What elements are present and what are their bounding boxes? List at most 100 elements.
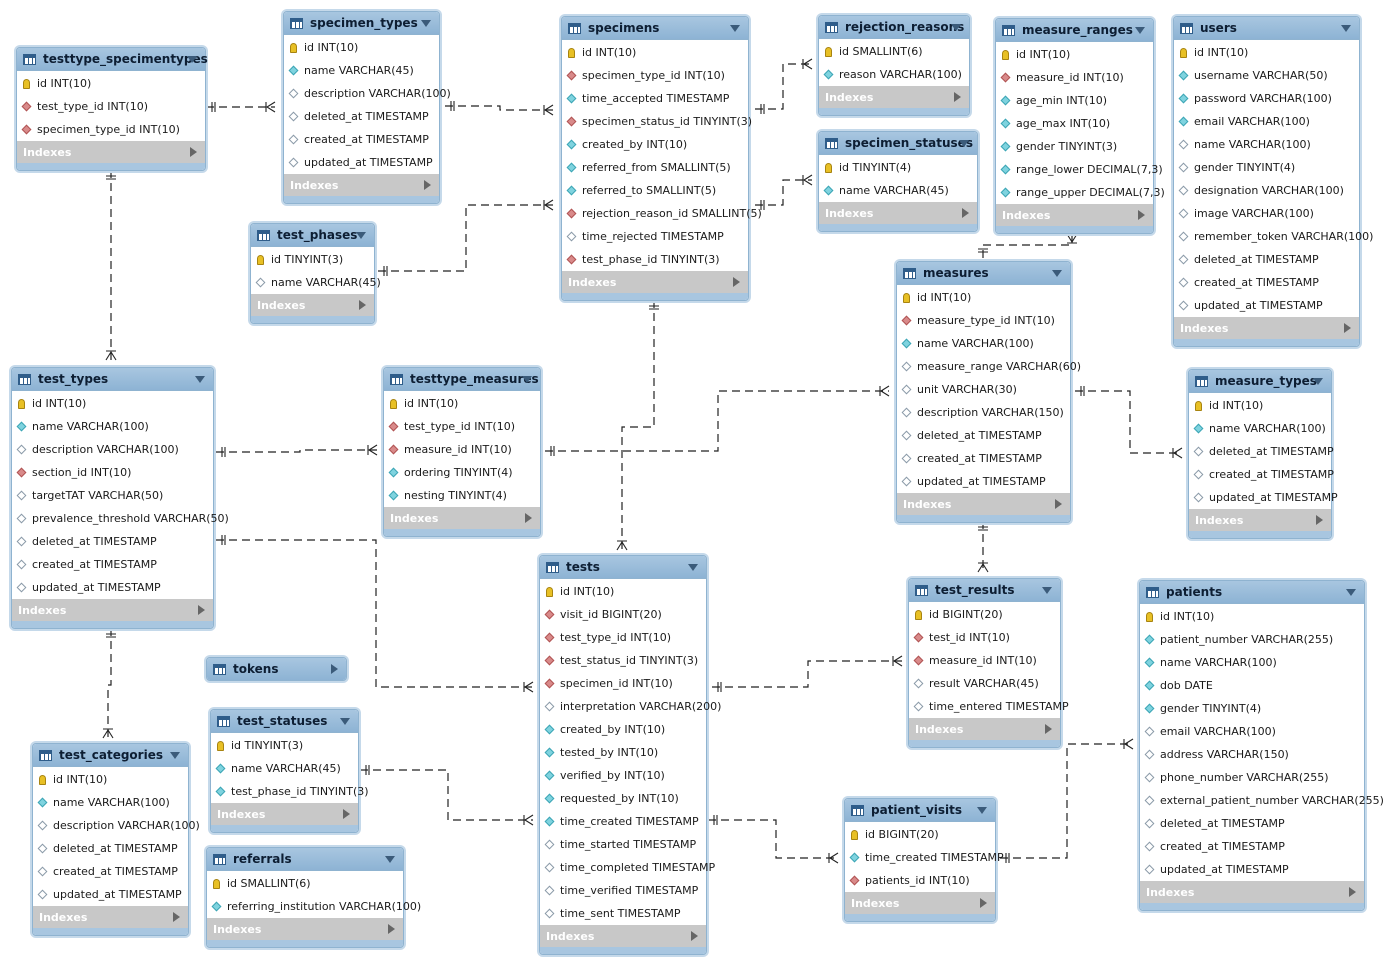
indexes-section[interactable]: Indexes — [897, 493, 1070, 515]
column-row[interactable]: patient_number VARCHAR(255) — [1140, 628, 1364, 651]
indexes-section[interactable]: Indexes — [251, 294, 374, 316]
column-row[interactable]: updated_at TIMESTAMP — [12, 576, 213, 599]
column-row[interactable]: age_min INT(10) — [996, 89, 1153, 112]
indexes-section[interactable]: Indexes — [33, 906, 188, 928]
column-row[interactable]: updated_at TIMESTAMP — [284, 151, 439, 174]
relationship-line[interactable] — [1075, 390, 1182, 454]
indexes-section[interactable]: Indexes — [17, 141, 205, 163]
collapse-arrow-icon[interactable] — [187, 56, 197, 63]
column-row[interactable]: id INT(10) — [996, 43, 1153, 66]
column-row[interactable]: range_upper DECIMAL(7,3) — [996, 181, 1165, 204]
collapse-arrow-icon[interactable] — [195, 376, 205, 383]
column-row[interactable]: id TINYINT(4) — [819, 156, 977, 179]
column-row[interactable]: deleted_at TIMESTAMP — [12, 530, 213, 553]
column-row[interactable]: phone_number VARCHAR(255) — [1140, 766, 1364, 789]
column-row[interactable]: email VARCHAR(100) — [1140, 720, 1364, 743]
column-row[interactable]: updated_at TIMESTAMP — [1174, 294, 1359, 317]
column-row[interactable]: description VARCHAR(100) — [284, 82, 451, 105]
column-row[interactable]: ordering TINYINT(4) — [384, 461, 540, 484]
column-row[interactable]: password VARCHAR(100) — [1174, 87, 1359, 110]
column-row[interactable]: interpretation VARCHAR(200) — [540, 695, 721, 718]
column-row[interactable]: time_entered TIMESTAMP — [909, 695, 1069, 718]
column-row[interactable]: id INT(10) — [1189, 394, 1331, 417]
column-row[interactable]: created_at TIMESTAMP — [12, 553, 213, 576]
column-row[interactable]: name VARCHAR(100) — [1174, 133, 1359, 156]
column-row[interactable]: id INT(10) — [33, 768, 188, 791]
column-row[interactable]: result VARCHAR(45) — [909, 672, 1060, 695]
column-row[interactable]: description VARCHAR(100) — [12, 438, 213, 461]
expand-arrow-icon[interactable] — [424, 180, 431, 190]
table-header[interactable]: measure_ranges — [996, 19, 1153, 42]
column-row[interactable]: id INT(10) — [562, 41, 748, 64]
column-row[interactable]: id INT(10) — [540, 580, 706, 603]
column-row[interactable]: requested_by INT(10) — [540, 787, 706, 810]
column-row[interactable]: deleted_at TIMESTAMP — [33, 837, 188, 860]
table-header[interactable]: measure_types — [1189, 370, 1331, 393]
collapse-arrow-icon[interactable] — [1135, 27, 1145, 34]
column-row[interactable]: id TINYINT(3) — [251, 248, 374, 271]
column-row[interactable]: prevalence_threshold VARCHAR(50) — [12, 507, 229, 530]
column-row[interactable]: remember_token VARCHAR(100) — [1174, 225, 1373, 248]
column-row[interactable]: range_lower DECIMAL(7,3) — [996, 158, 1163, 181]
column-row[interactable]: time_sent TIMESTAMP — [540, 902, 706, 925]
table-header[interactable]: tokens — [207, 658, 346, 680]
column-row[interactable]: time_accepted TIMESTAMP — [562, 87, 748, 110]
expand-arrow-icon[interactable] — [343, 809, 350, 819]
collapse-arrow-icon[interactable] — [385, 856, 395, 863]
relationship-line[interactable] — [621, 300, 655, 550]
column-row[interactable]: updated_at TIMESTAMP — [897, 470, 1070, 493]
collapse-arrow-icon[interactable] — [421, 20, 431, 27]
column-row[interactable]: external_patient_number VARCHAR(255) — [1140, 789, 1384, 812]
collapse-arrow-icon[interactable] — [688, 564, 698, 571]
collapse-arrow-icon[interactable] — [1341, 25, 1351, 32]
expand-arrow-icon[interactable] — [733, 277, 740, 287]
relationship-line[interactable] — [755, 179, 812, 206]
table-header[interactable]: test_results — [909, 579, 1060, 602]
column-row[interactable]: id INT(10) — [384, 392, 540, 415]
column-row[interactable]: specimen_id INT(10) — [540, 672, 706, 695]
expand-arrow-icon[interactable] — [691, 931, 698, 941]
indexes-section[interactable]: Indexes — [819, 86, 969, 108]
column-row[interactable]: tested_by INT(10) — [540, 741, 706, 764]
indexes-section[interactable]: Indexes — [284, 174, 439, 196]
expand-arrow-icon[interactable] — [1316, 515, 1323, 525]
collapse-arrow-icon[interactable] — [1346, 589, 1356, 596]
column-row[interactable]: time_rejected TIMESTAMP — [562, 225, 748, 248]
column-row[interactable]: targetTAT VARCHAR(50) — [12, 484, 213, 507]
expand-arrow-icon[interactable] — [980, 898, 987, 908]
column-row[interactable]: specimen_type_id INT(10) — [562, 64, 748, 87]
column-row[interactable]: name VARCHAR(100) — [1140, 651, 1364, 674]
expand-arrow-icon[interactable] — [173, 912, 180, 922]
column-row[interactable]: referred_from SMALLINT(5) — [562, 156, 748, 179]
column-row[interactable]: gender TINYINT(3) — [996, 135, 1153, 158]
column-row[interactable]: referring_institution VARCHAR(100) — [207, 895, 421, 918]
table-header[interactable]: users — [1174, 17, 1359, 40]
expand-arrow-icon[interactable] — [1138, 210, 1145, 220]
collapse-arrow-icon[interactable] — [1313, 378, 1323, 385]
column-row[interactable]: deleted_at TIMESTAMP — [1174, 248, 1359, 271]
relationship-line[interactable] — [360, 769, 533, 821]
table-header[interactable]: test_categories — [33, 744, 188, 767]
collapse-arrow-icon[interactable] — [522, 376, 532, 383]
collapse-arrow-icon[interactable] — [1042, 587, 1052, 594]
relationship-line[interactable] — [378, 204, 553, 272]
column-row[interactable]: name VARCHAR(45) — [819, 179, 977, 202]
column-row[interactable]: created_at TIMESTAMP — [284, 128, 439, 151]
expand-arrow-icon[interactable] — [1045, 724, 1052, 734]
expand-arrow-icon[interactable] — [190, 147, 197, 157]
column-row[interactable]: name VARCHAR(45) — [211, 757, 358, 780]
relationship-line[interactable] — [712, 660, 902, 688]
column-row[interactable]: deleted_at TIMESTAMP — [1140, 812, 1364, 835]
table-header[interactable]: rejection_reasons — [819, 16, 969, 39]
column-row[interactable]: name VARCHAR(100) — [897, 332, 1070, 355]
table-header[interactable]: patients — [1140, 581, 1364, 604]
expand-arrow-icon[interactable] — [1055, 499, 1062, 509]
